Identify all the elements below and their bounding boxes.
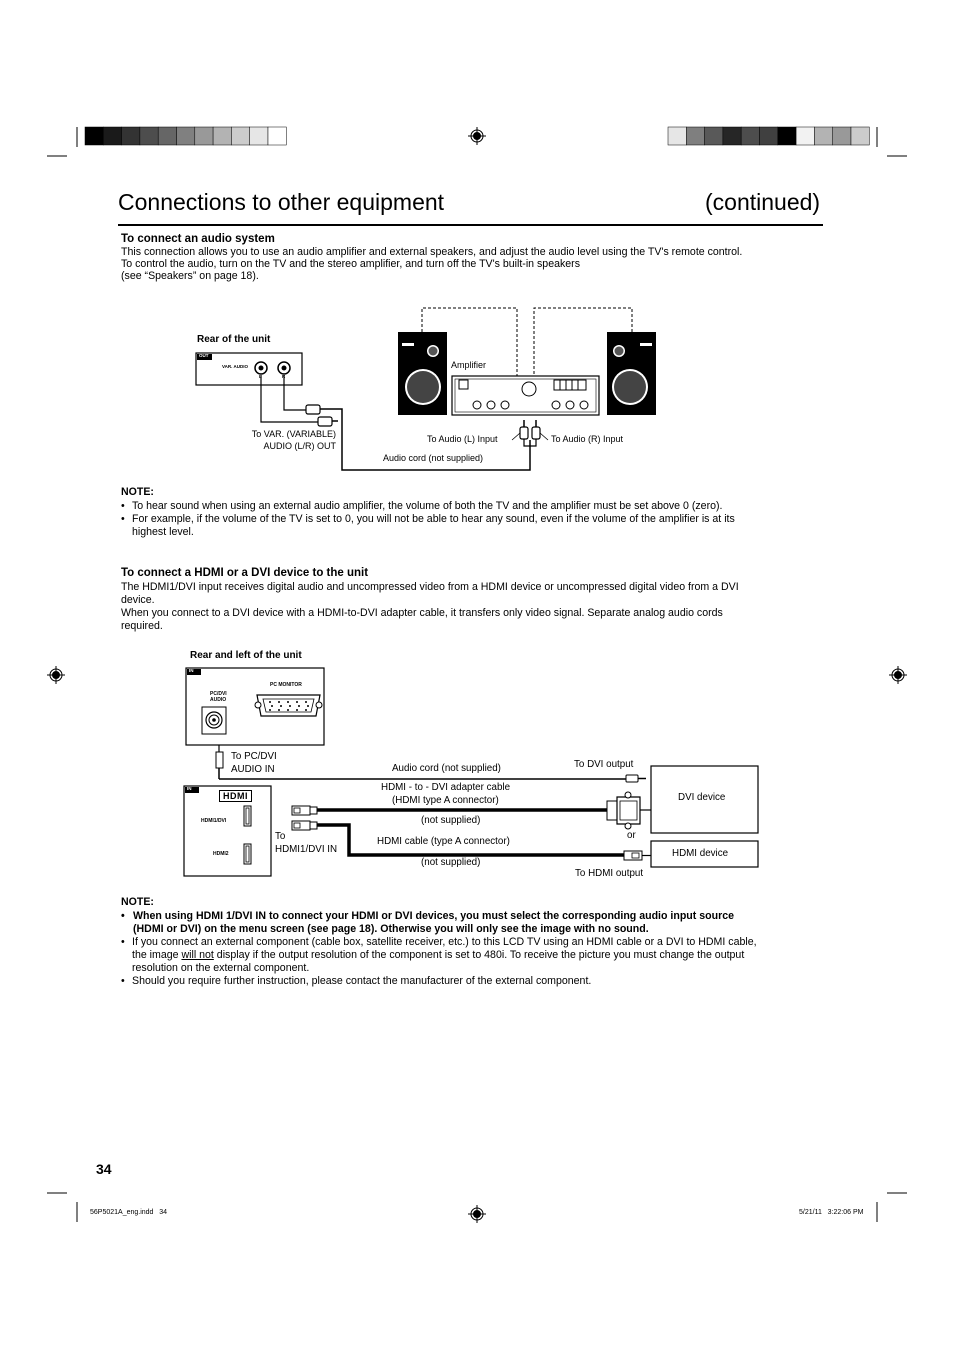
not-supplied-label: (not supplied) [421, 815, 481, 826]
audio-note-item: For example, if the volume of the TV is … [132, 513, 735, 525]
vga-pin [280, 705, 282, 707]
hdmi-logo: HDMI [219, 790, 252, 802]
pc-dvi-audio-label: PC/DVI [210, 691, 227, 697]
to-dvi-output-label: To DVI output [574, 759, 634, 770]
audio-r-input-label: To Audio (R) Input [551, 434, 624, 444]
pc-dvi-audio-label: AUDIO [210, 697, 227, 703]
footer-date: 5/21/11 3:22:06 PM [799, 1209, 864, 1216]
to-pc-dvi-label: To PC/DVI [231, 751, 277, 762]
page-title: Connections to other equipment [118, 189, 445, 215]
color-swatch [267, 126, 287, 146]
note-text: display if the output resolution of the … [213, 949, 745, 961]
to-hdmi-output-label: To HDMI output [575, 868, 644, 879]
vga-pin [271, 705, 273, 707]
vga-pin [298, 705, 300, 707]
dvi-device-label: DVI device [678, 792, 726, 803]
adapter-cable-label: HDMI - to - DVI adapter cable [381, 782, 511, 793]
vga-pin [287, 701, 289, 703]
bullet: • [121, 975, 125, 987]
hdmi-note-item: Should you require further instruction, … [132, 975, 592, 987]
hdmi-paragraph-line: When you connect to a DVI device with a … [121, 607, 723, 619]
hdmi-note-item: the image will not display if the output… [132, 949, 744, 962]
audio-note-title: NOTE: [121, 486, 154, 498]
hdmi-note-item: If you connect an external component (ca… [132, 936, 757, 948]
page-number: 34 [96, 1161, 112, 1177]
hdmi-device-label: HDMI device [672, 848, 729, 859]
audio-heading: To connect an audio system [121, 233, 275, 245]
registration-mark [468, 1205, 486, 1223]
var-audio-label: VAR. AUDIO [222, 364, 249, 369]
title-rule [118, 224, 823, 226]
hdmi-paragraph-line: The HDMI1/DVI input receives digital aud… [121, 581, 739, 593]
var-out-label: AUDIO (L/R) OUT [263, 441, 336, 451]
color-swatch [850, 126, 870, 146]
registration-mark [47, 666, 65, 684]
vga-pin [305, 701, 307, 703]
vga-pin [296, 709, 298, 711]
bullet: • [121, 936, 125, 948]
hdmi-paragraph-line: required. [121, 620, 163, 632]
footer-file-name: 56P5021A_eng.indd 34 [90, 1209, 168, 1216]
rear-left-label: Rear and left of the unit [190, 650, 302, 661]
registration-mark [468, 127, 486, 145]
audio-paragraph-line: (see “Speakers” on page 18). [121, 270, 259, 282]
vga-pin [307, 705, 309, 707]
audio-paragraph-line: To control the audio, turn on the TV and… [121, 258, 581, 270]
in-tag: IN [189, 668, 194, 673]
bullet: • [121, 910, 125, 922]
vga-pin [296, 701, 298, 703]
adapter-cable-label: (HDMI type A connector) [392, 795, 499, 806]
note-underlined-text: will not [181, 949, 214, 961]
vga-pin [269, 701, 271, 703]
amplifier-label: Amplifier [451, 360, 487, 370]
audio-note-item: To hear sound when using an external aud… [132, 500, 723, 512]
to-hdmi-in-label: HDMI1/DVI IN [275, 844, 338, 855]
out-tag: OUT [199, 353, 209, 358]
hdmi-connection-diagram [183, 667, 759, 877]
var-out-label: To VAR. (VARIABLE) [251, 429, 336, 439]
hdmi-heading: To connect a HDMI or a DVI device to the… [121, 567, 369, 579]
audio-connection-diagram [195, 307, 656, 471]
vga-pin [278, 701, 280, 703]
audio-cord-label: Audio cord (not supplied) [392, 763, 501, 774]
audio-paragraph-line: This connection allows you to use an aud… [121, 246, 743, 258]
vga-pin [287, 709, 289, 711]
or-label: or [627, 830, 636, 841]
page-title-continued: (continued) [705, 189, 821, 215]
vga-pin [305, 709, 307, 711]
not-supplied-label: (not supplied) [421, 857, 481, 868]
l-jack-label: L [259, 374, 262, 379]
r-jack-label: R [282, 374, 286, 379]
hdmi-cable-label: HDMI cable (type A connector) [377, 836, 510, 847]
bullet: • [121, 500, 125, 512]
hdmi-note-title: NOTE: [121, 896, 154, 908]
hdmi2-port-label: HDMI2 [213, 851, 229, 857]
audio-l-input-label: To Audio (L) Input [427, 434, 498, 444]
vga-pin [269, 709, 271, 711]
rear-of-unit-label: Rear of the unit [197, 334, 271, 345]
hdmi-note-item: resolution on the external component. [132, 962, 310, 974]
note-text: the image [132, 949, 182, 961]
vga-pin [289, 705, 291, 707]
to-pc-dvi-label: AUDIO IN [231, 764, 275, 775]
audio-cord-label: Audio cord (not supplied) [383, 453, 484, 463]
hdmi-note-item: (HDMI or DVI) on the menu screen (see pa… [133, 923, 649, 935]
hdmi-note-item: When using HDMI 1/DVI IN to connect your… [133, 910, 734, 922]
vga-pin [278, 709, 280, 711]
hdmi-paragraph-line: device. [121, 594, 155, 606]
in-tag: IN [187, 786, 192, 791]
to-hdmi-in-label: To [275, 831, 286, 842]
hdmi1-dvi-port-label: HDMI1/DVI [201, 818, 227, 824]
bullet: • [121, 513, 125, 525]
pc-monitor-label: PC MONITOR [270, 682, 302, 688]
registration-mark [889, 666, 907, 684]
audio-note-item: highest level. [132, 526, 194, 538]
